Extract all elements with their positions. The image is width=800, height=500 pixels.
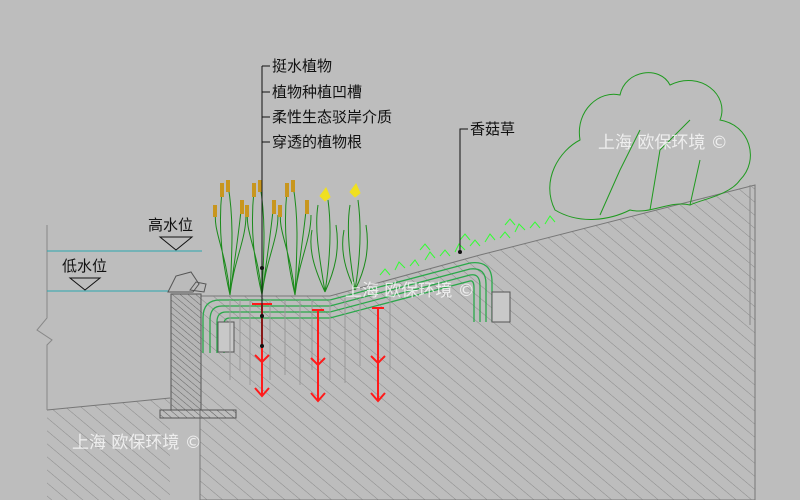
rock-icon [167, 271, 207, 293]
watermark-logo: 上海 欧保环境 © [598, 133, 728, 153]
high-water-marker-icon [158, 236, 194, 251]
label-hydrocotyle: 香菇草 [470, 120, 516, 138]
hydrocotyle-groundcover [379, 215, 556, 276]
wall-footing [159, 409, 237, 419]
bank-soil [199, 184, 756, 500]
break-line [36, 225, 53, 410]
label-penetrating-roots: 穿透的植物根 [272, 133, 363, 151]
cattail-plants [213, 179, 312, 296]
shrub-tree [549, 72, 751, 220]
label-low-water: 低水位 [62, 257, 108, 275]
label-emergent-plants: 挺水植物 [272, 57, 333, 75]
label-bank-medium: 柔性生态驳岸介质 [272, 108, 393, 126]
low-water-marker-icon [68, 277, 102, 291]
label-leaders [261, 65, 468, 345]
label-high-water: 高水位 [148, 216, 194, 234]
watermark-logo: 上海 欧保环境 © [72, 433, 202, 453]
root-penetration-arrows [252, 303, 386, 403]
soil-hatch [47, 398, 170, 500]
label-planting-groove: 植物种植凹槽 [272, 83, 363, 101]
iris-plants [310, 183, 368, 293]
watermark-logo: 上海 欧保环境 © [345, 281, 475, 301]
plant-roots [229, 290, 391, 385]
